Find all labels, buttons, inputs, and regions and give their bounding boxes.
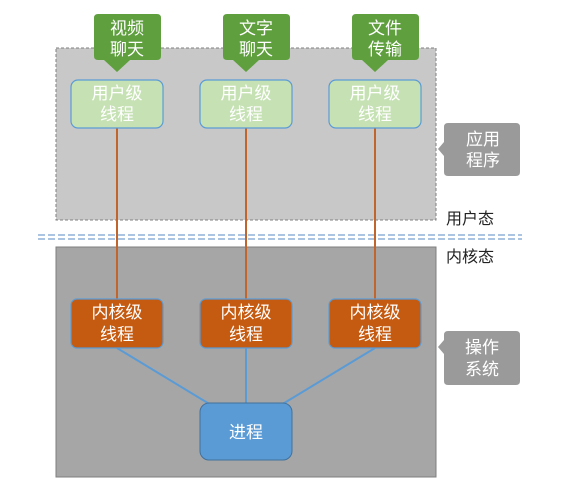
- kernel-thread-line2: 线程: [229, 325, 263, 345]
- user-thread-line2: 线程: [229, 105, 263, 125]
- callout-line1: 文字: [239, 19, 273, 39]
- callout-line2: 聊天: [110, 40, 144, 60]
- user-thread-line1: 用户级: [221, 84, 272, 104]
- app-tag-line2: 程序: [466, 151, 500, 171]
- os-tag-line1: 操作: [465, 338, 499, 358]
- callout-line2: 传输: [368, 40, 402, 60]
- callout-file-transfer: 文件 传输: [352, 14, 419, 72]
- kernel-space-label: 内核态: [446, 247, 494, 266]
- kernel-thread-3: 内核级 线程: [328, 298, 422, 349]
- user-space-label: 用户态: [446, 209, 494, 228]
- kernel-thread-line2: 线程: [358, 325, 392, 345]
- kernel-thread-2: 内核级 线程: [199, 298, 293, 349]
- callout-line2: 聊天: [239, 40, 273, 60]
- kernel-thread-line1: 内核级: [221, 303, 272, 323]
- callout-line1: 视频: [110, 19, 144, 39]
- app-tag-line1: 应用: [466, 130, 500, 150]
- process-label: 进程: [229, 423, 263, 443]
- callout-line1: 文件: [368, 19, 402, 39]
- app-program-tag: 应用 程序: [438, 123, 520, 176]
- user-thread-line2: 线程: [100, 105, 134, 125]
- kernel-thread-line2: 线程: [100, 325, 134, 345]
- kernel-thread-1: 内核级 线程: [70, 298, 164, 349]
- user-thread-3: 用户级 线程: [328, 79, 422, 129]
- kernel-thread-line1: 内核级: [350, 303, 401, 323]
- user-thread-line1: 用户级: [350, 84, 401, 104]
- callout-text-chat: 文字 聊天: [223, 14, 290, 72]
- process-node: 进程: [199, 402, 293, 461]
- user-thread-line1: 用户级: [92, 84, 143, 104]
- os-tag-line2: 系统: [465, 360, 499, 380]
- user-thread-1: 用户级 线程: [70, 79, 164, 129]
- user-thread-line2: 线程: [358, 105, 392, 125]
- callout-video-chat: 视频 聊天: [94, 14, 161, 72]
- user-kernel-boundary: [38, 234, 522, 240]
- kernel-thread-line1: 内核级: [92, 303, 143, 323]
- user-thread-2: 用户级 线程: [199, 79, 293, 129]
- link-kernel-process-3: [275, 347, 376, 409]
- os-tag: 操作 系统: [438, 331, 520, 385]
- link-kernel-process-1: [116, 347, 217, 409]
